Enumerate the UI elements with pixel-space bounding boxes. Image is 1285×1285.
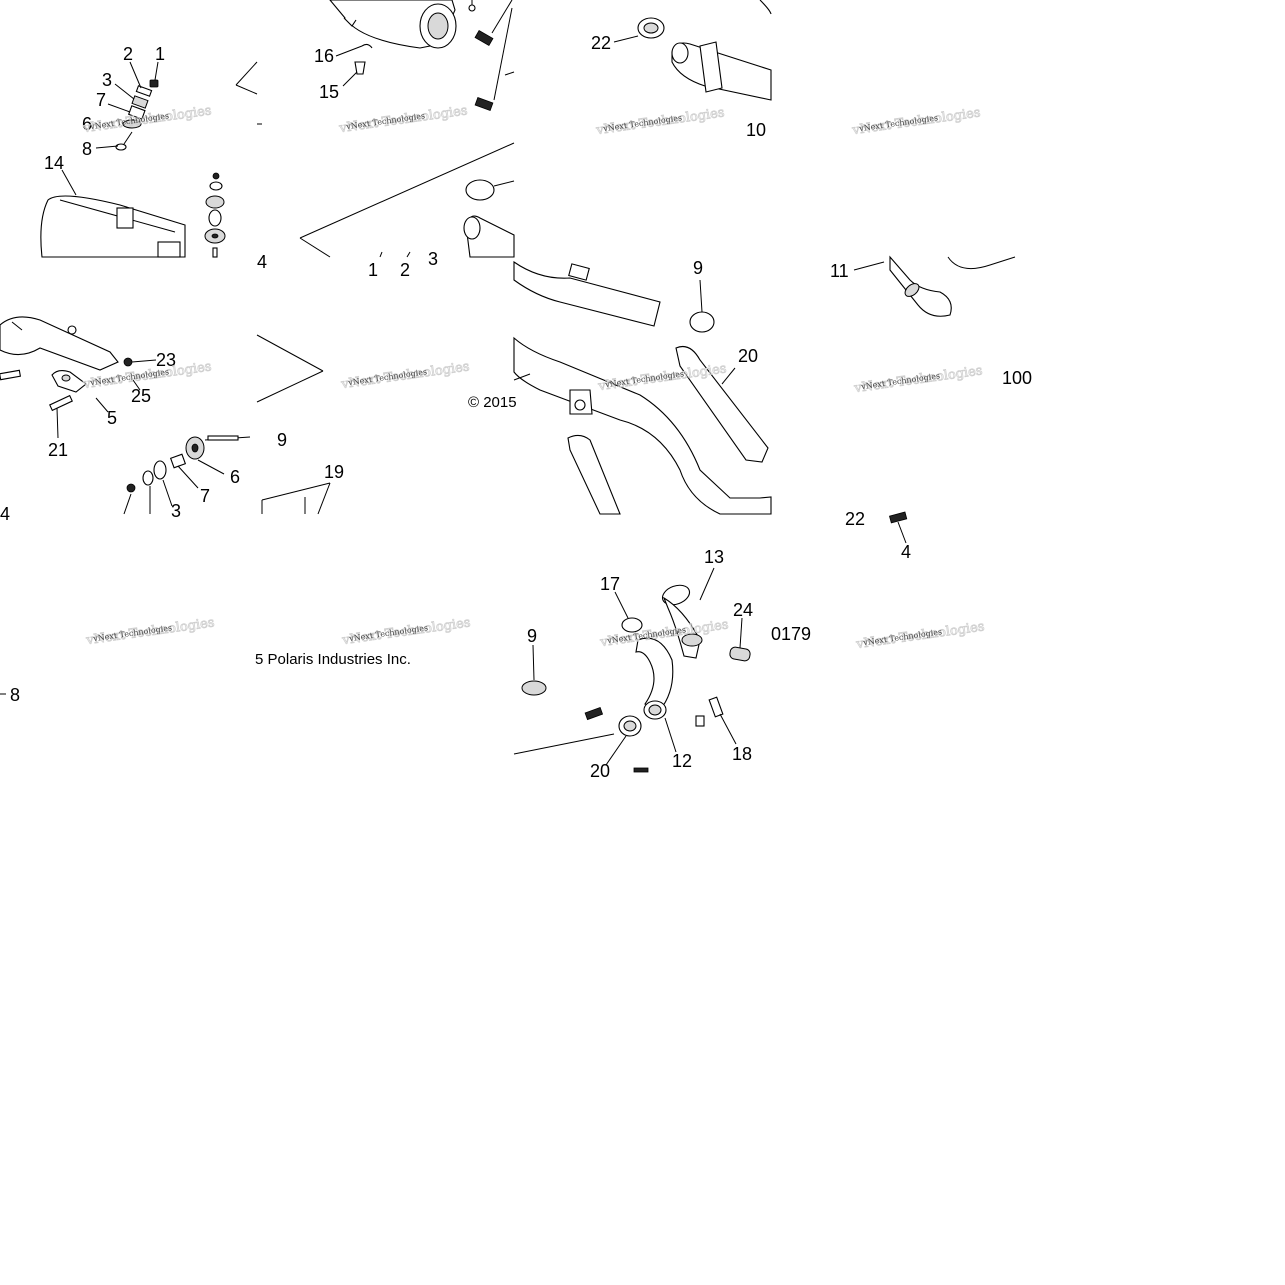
part-1-nut [149,79,159,88]
callout-9-b: 9 [527,626,537,646]
callout-1-mid: 1 [368,260,378,280]
callout-10: 10 [746,120,766,140]
part-3-sleeve [131,95,149,109]
callout-15: 15 [319,82,339,102]
tile-12: 22 4 [845,509,911,562]
part-20-heat-shield [675,345,769,463]
part-14-muffler [40,195,186,258]
callout-20-b: 20 [590,761,610,781]
tile-13: 17 13 24 9 12 18 20 0179 [513,547,811,781]
callout-19: 19 [324,462,344,482]
callout-3-b: 3 [171,501,181,521]
callout-8-b: 8 [10,685,20,705]
callout-5: 5 [107,408,117,428]
callout-25: 25 [131,386,151,406]
part-7-bushing [128,105,146,120]
callout-7: 7 [96,90,106,110]
callout-6-b: 6 [230,467,240,487]
callout-20: 20 [738,346,758,366]
tile-1: 2 1 3 7 6 8 14 [40,44,258,258]
callout-2: 2 [123,44,133,64]
callout-24: 24 [733,600,753,620]
part-21-bolt [49,394,73,412]
callout-100: 100 [1002,368,1032,388]
part-18-stud [708,696,724,718]
callout-4-b: 4 [901,542,911,562]
part-9-clamp-b [521,680,547,696]
callout-4-left: 4 [257,252,267,272]
callout-9-mid: 9 [693,258,703,278]
callout-4-edge: 4 [0,504,10,524]
part-9-clamp [689,311,715,333]
callout-22: 22 [591,33,611,53]
part-4-spring [889,511,908,524]
part-25-bracket [51,369,87,393]
part-spring-b [474,96,494,112]
part-pipe-main [513,336,772,515]
callout-3: 3 [102,70,112,90]
part-8-bolt [115,143,127,151]
copyright-right: © 2015 [468,394,517,411]
callout-11: 11 [830,261,849,281]
part-15-clip [354,61,366,75]
callout-8: 8 [82,139,92,159]
part-13-flange [661,584,691,606]
callout-14: 14 [44,153,64,173]
callout-21: 21 [48,440,68,460]
callout-2-mid: 2 [400,260,410,280]
callout-18: 18 [732,744,752,764]
part-2-spring [135,85,153,97]
part-11-tip [889,255,952,317]
part-17-gasket [621,617,643,633]
part-heat-shield [0,316,119,371]
tile-7: 9 © 2015 [468,258,772,515]
tile-9-labels: 23 25 5 21 9 6 7 3 19 20 [48,346,758,521]
callout-22-b: 22 [845,509,865,529]
part-7-spacer [169,453,187,469]
tile-4: 10 [746,120,766,140]
callout-7-b: 7 [200,486,210,506]
callout-16: 16 [314,46,334,66]
part-spring-a [474,29,494,47]
callout-13: 13 [704,547,724,567]
tile-8: 11 100 [830,255,1032,388]
part-6-washer [122,119,142,129]
part-pipe-mid [513,260,661,327]
callout-1: 1 [155,44,165,64]
tile-14: 8 5 Polaris Industries Inc. 4 [0,504,411,705]
tile-2: 16 15 [257,0,515,258]
tile-5: 4 [0,252,267,515]
callout-0179: 0179 [771,624,811,644]
callout-9: 9 [277,430,287,450]
callout-6: 6 [82,114,92,134]
tile-3: 22 [591,0,772,101]
part-3-washer [153,460,167,480]
copyright-left: 5 Polaris Industries Inc. [255,651,411,668]
part-9-bolt [207,435,239,441]
part-12-elbow [635,637,674,711]
callout-12: 12 [672,751,692,771]
callout-3-mid: 3 [428,249,438,269]
tile-6: 1 2 3 [256,249,438,515]
callout-23: 23 [156,350,176,370]
callout-17: 17 [600,574,620,594]
part-24-clamp [729,646,751,662]
part-clamp-ring [465,179,495,201]
